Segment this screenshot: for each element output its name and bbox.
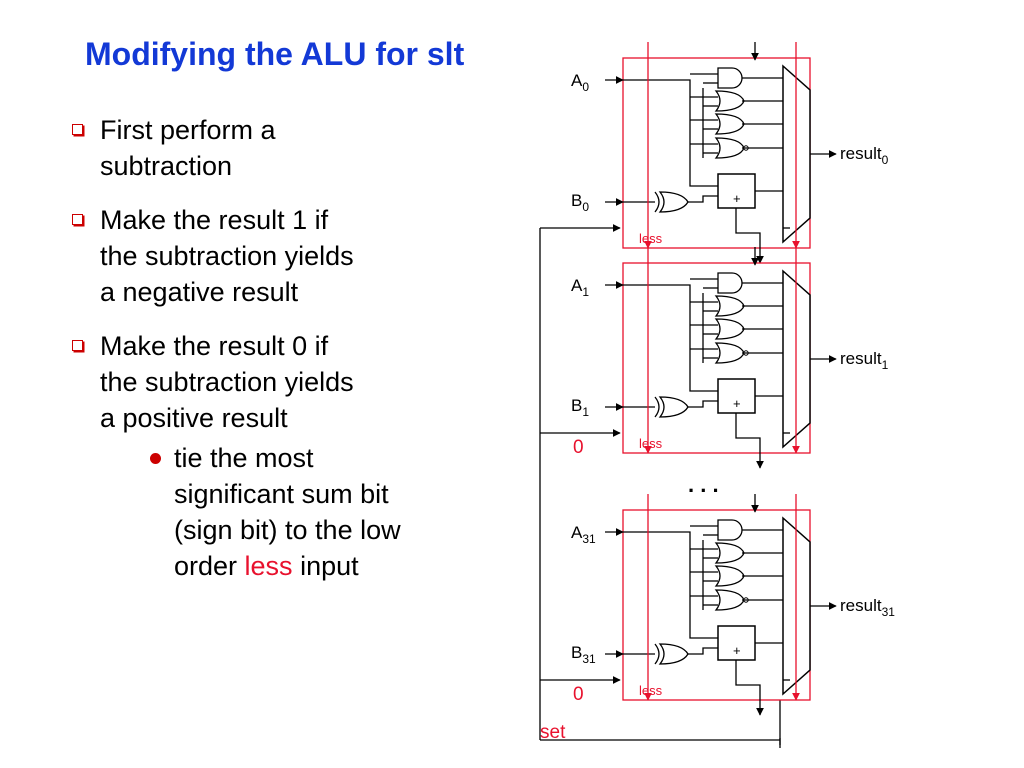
bullet-text-line: the subtraction yields [100,367,354,397]
and-gate-icon [717,519,743,541]
bullet-text-line: significant sum bit [174,479,389,509]
bullet-text-line: (sign bit) to the low [174,515,401,545]
bullet-text-line: Make the result 1 if [100,205,329,235]
bullet-text-line: tie the most [174,443,314,473]
square-bullet-icon [72,340,83,351]
result-label: result1 [840,349,889,372]
and-gate-icon [717,272,743,294]
less-label: less [639,436,663,451]
a-bus [623,284,691,363]
bullet-text-line: subtraction [100,151,233,181]
bullet-text-line: Make the result 0 if [100,331,329,361]
bullet-text-line: order less input [174,548,474,584]
xor-gate-arc [654,643,660,665]
result-label: result31 [840,596,895,619]
adder-label: + [733,396,741,411]
b-input-label: B1 [571,396,589,419]
bullet-text-line: a negative result [100,277,299,307]
or-gate-icon [714,318,745,340]
a-bus [623,531,691,610]
a-input-label: A31 [571,523,596,546]
global-wires [539,228,781,748]
a-bus [623,79,691,158]
carry-out-arrow [735,413,764,469]
adder-b-wire [688,400,718,408]
xor-gate-icon [658,396,689,418]
adder-label: + [733,191,741,206]
set-label: set [540,722,566,743]
xor-gate-icon [658,643,689,665]
b-input-label: B0 [571,191,589,214]
carry-out-arrow [735,208,764,264]
or-gate-icon [714,589,745,611]
or-gate-icon [714,295,745,317]
bullet-text-prefix: order [174,551,245,581]
adder-b-wire [688,195,718,203]
a-input-label: A0 [571,71,589,94]
round-bullet-icon [150,453,161,464]
adder-a-wire [689,610,718,639]
bullet-list: First perform a subtraction Make the res… [72,112,492,584]
square-bullet-icon [72,214,83,225]
zero-label: 0 [573,684,584,705]
xor-gate-arc [654,396,660,418]
adder-label: + [733,643,741,658]
bullet-text-line: a positive result [100,403,288,433]
xor-gate-icon [658,191,689,213]
carry-out-arrow [735,660,764,716]
bullet-text-line: the subtraction yields [100,241,354,271]
xor-gate-arc [654,191,660,213]
slide-title: Modifying the ALU for slt [85,36,465,72]
adder-b-wire [688,647,718,655]
b-input-label: B31 [571,643,596,666]
bullet-item: Make the result 0 if the subtraction yie… [72,328,492,436]
and-gate-icon [717,67,743,89]
ellipsis-dots: . . . [688,472,719,497]
or-gate-icon [714,137,745,159]
result-label: result0 [840,144,889,167]
adder-a-wire [689,363,718,392]
bullet-item: First perform a subtraction [72,112,492,184]
bullet-item: Make the result 1 if the subtraction yie… [72,202,492,310]
square-bullet-icon [72,124,83,135]
less-label: less [639,683,663,698]
or-gate-icon [714,342,745,364]
bullet-text-suffix: input [292,551,359,581]
less-label: less [639,231,663,246]
a-input-label: A1 [571,276,589,299]
sub-bullet-item: tie the most significant sum bit (sign b… [150,440,474,584]
or-gate-icon [714,565,745,587]
zero-label: 0 [573,437,584,458]
adder-box [717,173,756,209]
or-gate-icon [714,542,745,564]
adder-box [717,625,756,661]
less-highlight: less [244,551,293,581]
or-gate-icon [714,113,745,135]
adder-a-wire [689,158,718,187]
bullet-text-line: First perform a [100,115,276,145]
or-gate-icon [714,90,745,112]
